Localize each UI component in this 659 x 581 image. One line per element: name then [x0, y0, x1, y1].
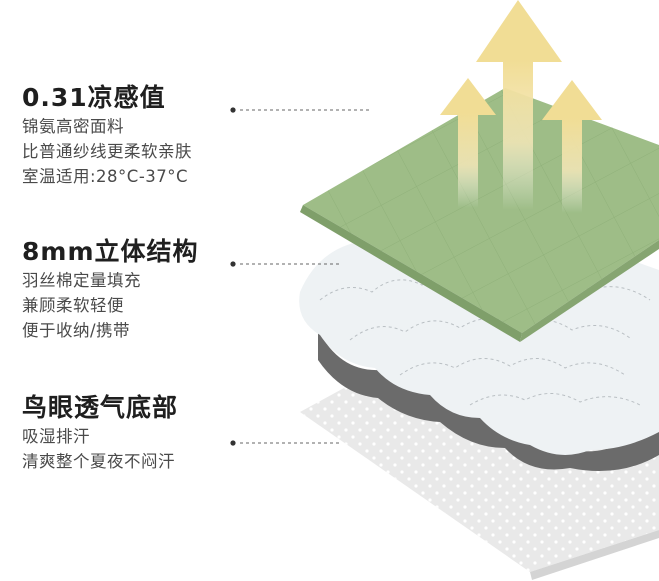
feature-title: 8mm立体结构 [22, 237, 199, 266]
feature-title: 鸟眼透气底部 [22, 393, 179, 422]
feature-breathable-base: 鸟眼透气底部 吸湿排汗 清爽整个夏夜不闷汗 [22, 392, 178, 474]
feature-cooling: 0.31凉感值 锦氨高密面料 比普通纱线更柔软亲肤 室温适用:28°C-37°C [22, 82, 192, 189]
leader-line-1 [230, 107, 370, 113]
feature-line: 吸湿排汗 [22, 427, 90, 446]
left-arrow-icon [440, 78, 496, 208]
feature-line: 羽丝棉定量填充 [22, 271, 141, 290]
feature-line: 兼顾柔软轻便 [22, 296, 124, 315]
cooling-arrows [440, 0, 602, 213]
leader-line-3 [230, 440, 342, 446]
feature-line: 清爽整个夏夜不闷汗 [22, 452, 175, 471]
feature-structure: 8mm立体结构 羽丝棉定量填充 兼顾柔软轻便 便于收纳/携带 [22, 236, 199, 343]
feature-line: 便于收纳/携带 [22, 321, 131, 340]
center-arrow-icon [476, 0, 562, 210]
feature-title: 0.31凉感值 [22, 83, 166, 112]
leader-line-2 [230, 261, 340, 267]
feature-line: 室温适用:28°C-37°C [22, 167, 189, 186]
feature-line: 比普通纱线更柔软亲肤 [22, 142, 192, 161]
feature-line: 锦氨高密面料 [22, 117, 124, 136]
right-arrow-icon [542, 80, 602, 213]
